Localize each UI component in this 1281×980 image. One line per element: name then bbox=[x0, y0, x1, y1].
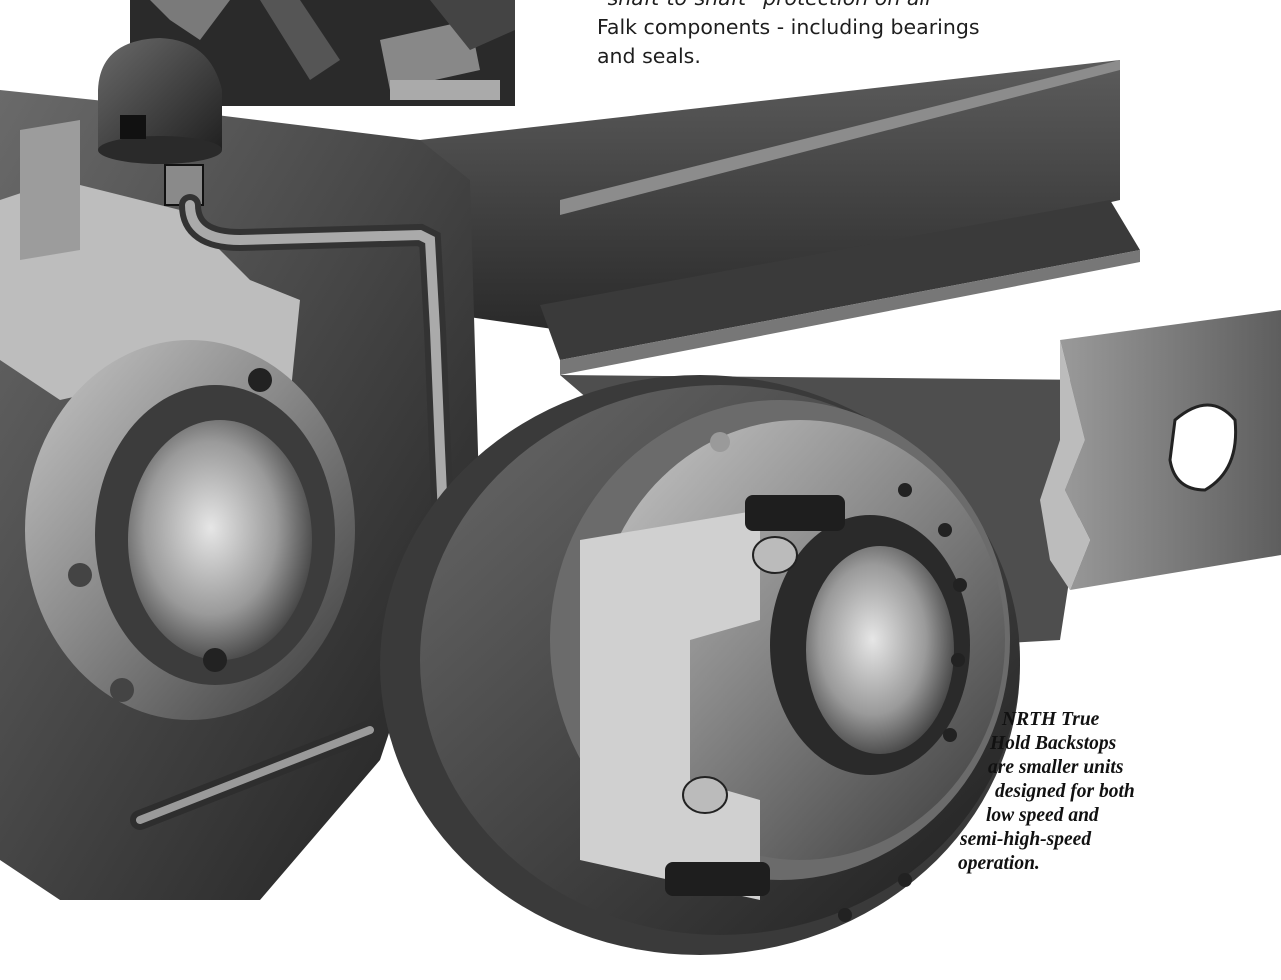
intro-line: and seals. bbox=[597, 44, 701, 68]
intro-paragraph: “shaft-to-shaft” protection on all Falk … bbox=[597, 0, 1017, 71]
intro-line: Falk components - including bearings bbox=[597, 15, 980, 39]
caption-line: low speed and bbox=[986, 805, 1099, 826]
torque-arm-beam bbox=[420, 60, 1140, 650]
intro-line: “shaft-to-shaft” protection on all bbox=[597, 0, 1017, 13]
oil-pipework bbox=[130, 194, 456, 830]
caption-line: operation. bbox=[958, 853, 1040, 874]
caption-line: are smaller units bbox=[988, 757, 1124, 778]
caption-line: NRTH True bbox=[1002, 709, 1100, 730]
reducer-output-collar bbox=[25, 340, 355, 720]
backstop-unit bbox=[380, 375, 1020, 955]
breather-cap bbox=[98, 38, 222, 206]
caption-line: designed for both bbox=[995, 781, 1135, 802]
caption-line: semi-high-speed bbox=[960, 829, 1092, 850]
torque-arm-plate bbox=[1040, 310, 1281, 590]
product-caption: NRTH True Hold Backstops are smaller uni… bbox=[940, 708, 1180, 876]
caption-line: Hold Backstops bbox=[990, 733, 1117, 754]
